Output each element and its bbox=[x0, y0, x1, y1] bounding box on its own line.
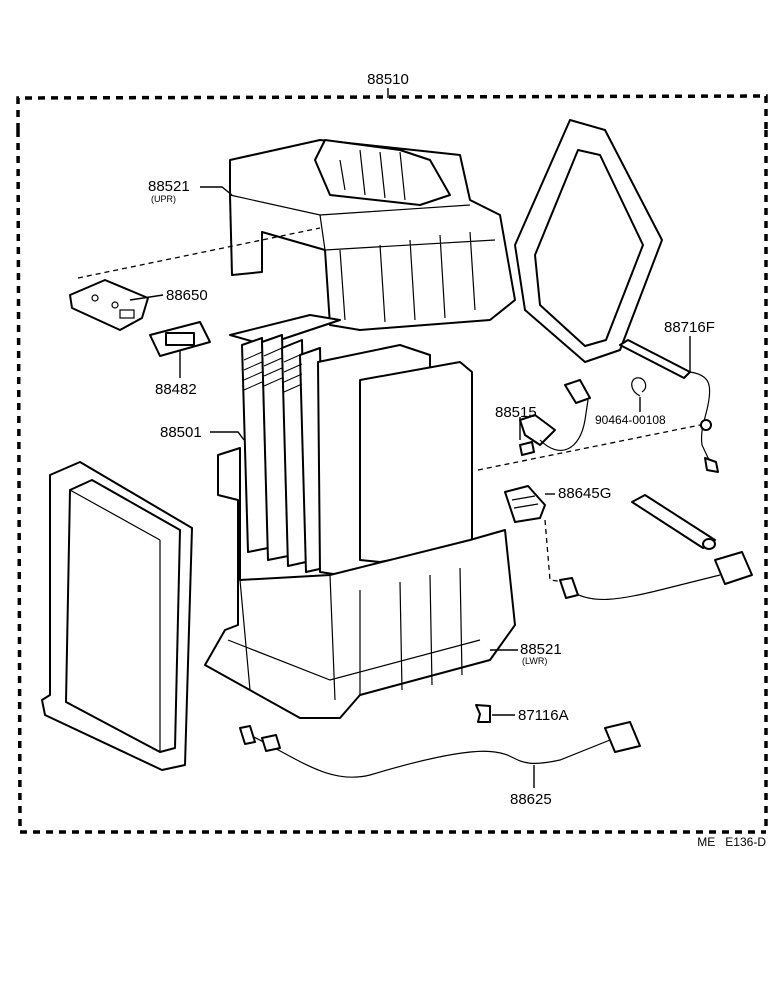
lower-case-drawing bbox=[204, 447, 516, 719]
part-label: 88515 bbox=[495, 404, 537, 421]
part-label: 88650 bbox=[166, 287, 208, 304]
part-label: 88716F bbox=[664, 319, 715, 336]
pressure-switch-drawing bbox=[504, 485, 753, 600]
tube-drawing bbox=[631, 494, 716, 550]
part-label: 87116A bbox=[518, 707, 569, 724]
leader-lines bbox=[129, 186, 691, 788]
clip-drawing bbox=[149, 321, 211, 357]
expansion-valve-drawing bbox=[519, 379, 591, 456]
drawing-code: ME E136-D bbox=[697, 835, 766, 849]
part-label: 88645G bbox=[558, 485, 611, 502]
o-ring-drawing bbox=[631, 377, 647, 397]
assembly-frame bbox=[16, 88, 768, 834]
alignment-lines bbox=[77, 227, 701, 583]
part-label: 88625 bbox=[510, 791, 552, 808]
part-label: 88482 bbox=[155, 381, 197, 398]
upper-case-drawing bbox=[229, 139, 516, 331]
evaporator-drawing bbox=[229, 314, 473, 576]
thermistor-right-drawing bbox=[619, 339, 719, 473]
gasket-frame-drawing bbox=[41, 461, 193, 771]
part-label: 90464-00108 bbox=[595, 413, 666, 427]
part-label: 88521 bbox=[520, 641, 562, 658]
part-sub-label: (UPR) bbox=[151, 194, 176, 204]
thermistor-bottom-drawing bbox=[239, 721, 641, 778]
assembly-label: 88510 bbox=[367, 71, 409, 88]
right-gasket-drawing bbox=[514, 119, 663, 363]
part-label: 88521 bbox=[148, 178, 190, 195]
plate-drawing bbox=[69, 279, 149, 331]
part-label: 88501 bbox=[160, 424, 202, 441]
clamp-drawing bbox=[475, 704, 491, 723]
part-sub-label: (LWR) bbox=[522, 656, 547, 666]
